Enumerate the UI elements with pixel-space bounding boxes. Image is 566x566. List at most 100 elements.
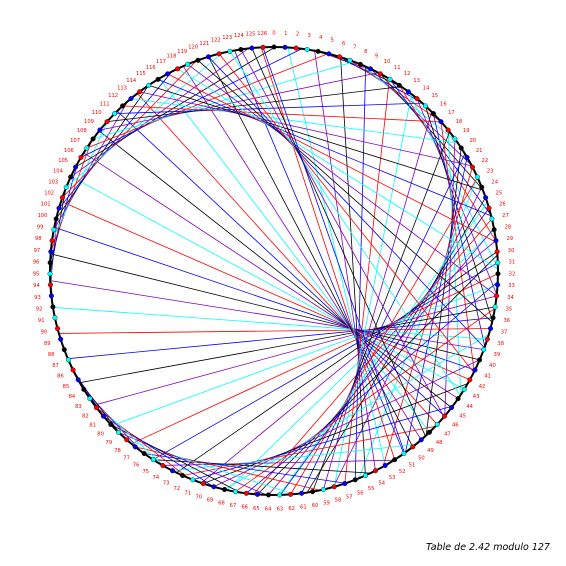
chord-line-53: [287, 47, 386, 466]
point-label-73: 73: [163, 481, 170, 487]
circle-point-67: [232, 489, 238, 495]
chord-line-79: [118, 431, 267, 496]
circle-point-52: [392, 457, 398, 463]
circle-point-27: [489, 216, 495, 222]
point-label-72: 72: [174, 486, 181, 492]
circle-point-37: [487, 326, 493, 332]
circle-point-95: [47, 271, 53, 277]
point-label-121: 121: [199, 41, 209, 47]
chord-line-99: [53, 101, 128, 230]
circle-point-65: [254, 491, 260, 497]
chord-line-24: [332, 187, 483, 488]
point-label-9: 9: [375, 54, 378, 60]
point-label-35: 35: [506, 307, 513, 313]
point-label-74: 74: [153, 475, 160, 481]
point-label-61: 61: [300, 505, 307, 511]
chord-line-32: [131, 273, 499, 445]
point-label-38: 38: [497, 341, 504, 347]
circle-point-97: [48, 249, 54, 255]
point-label-52: 52: [399, 469, 406, 475]
circle-point-108: [90, 136, 96, 142]
chord-line-102: [62, 60, 197, 198]
point-label-101: 101: [41, 202, 51, 208]
circle-point-88: [61, 347, 67, 353]
circle-point-25: [483, 195, 489, 201]
chord-line-46: [116, 110, 445, 417]
chord-line-63: [279, 202, 488, 496]
point-label-86: 86: [57, 374, 64, 380]
circle-point-71: [190, 477, 196, 483]
circle-point-1: [282, 44, 288, 50]
circle-point-77: [132, 444, 138, 450]
circle-point-62: [288, 491, 294, 497]
circle-point-109: [97, 127, 103, 133]
point-label-108: 108: [77, 128, 87, 134]
chord-line-69: [213, 359, 480, 488]
point-label-79: 79: [106, 440, 113, 446]
circle-point-58: [331, 484, 337, 490]
point-label-37: 37: [501, 330, 508, 336]
circle-point-82: [93, 405, 99, 411]
chord-line-113: [130, 98, 458, 144]
circle-point-86: [70, 367, 76, 373]
circle-point-105: [73, 164, 79, 170]
circle-point-70: [200, 481, 206, 487]
chord-line-97: [50, 141, 92, 252]
point-label-60: 60: [312, 503, 319, 509]
point-label-77: 77: [123, 455, 130, 461]
point-label-91: 91: [38, 318, 45, 324]
circle-point-103: [63, 184, 69, 190]
point-label-87: 87: [52, 363, 59, 369]
circle-point-41: [472, 367, 478, 373]
circle-point-29: [493, 238, 499, 244]
circle-point-42: [467, 377, 473, 383]
circle-point-49: [418, 437, 424, 443]
circle-point-56: [352, 477, 358, 483]
point-label-82: 82: [82, 414, 89, 420]
chord-line-76: [144, 453, 346, 484]
chord-line-123: [229, 51, 461, 396]
point-label-124: 124: [234, 33, 245, 39]
chord-line-62: [290, 177, 478, 495]
point-label-4: 4: [319, 35, 323, 41]
chord-line-39: [50, 280, 484, 351]
chord-line-124: [240, 49, 445, 418]
circle-point-76: [141, 451, 147, 457]
point-label-48: 48: [436, 440, 443, 446]
circle-point-68: [222, 486, 228, 492]
point-label-120: 120: [188, 45, 198, 51]
chord-line-72: [182, 425, 436, 476]
chord-line-120: [197, 60, 493, 323]
chord-line-6: [339, 56, 422, 103]
point-label-113: 113: [117, 85, 127, 91]
point-label-40: 40: [489, 363, 496, 369]
circle-point-60: [310, 489, 316, 495]
chord-line-26: [280, 207, 490, 496]
chord-line-104: [70, 48, 249, 178]
circle-point-24: [479, 184, 485, 190]
chord-line-33: [111, 284, 498, 426]
circle-point-124: [238, 46, 244, 52]
point-label-80: 80: [97, 432, 104, 438]
point-label-13: 13: [413, 78, 420, 84]
circle-point-83: [87, 396, 93, 402]
point-label-99: 99: [37, 225, 44, 231]
point-label-57: 57: [346, 494, 353, 500]
chord-line-118: [177, 68, 499, 270]
point-label-126: 126: [257, 31, 267, 37]
point-label-112: 112: [108, 93, 118, 99]
point-label-69: 69: [207, 498, 214, 504]
circle-point-5: [326, 51, 332, 57]
chord-line-31: [152, 262, 499, 460]
chord-line-107: [86, 53, 329, 149]
chord-line-10: [380, 73, 483, 190]
circle-point-125: [249, 45, 255, 51]
circle-point-85: [75, 377, 81, 383]
point-label-44: 44: [466, 404, 473, 410]
circle-point-22: [469, 164, 475, 170]
circle-point-126: [260, 44, 266, 50]
point-label-0: 0: [272, 31, 275, 37]
circle-point-94: [47, 282, 53, 288]
circle-point-54: [372, 468, 378, 474]
